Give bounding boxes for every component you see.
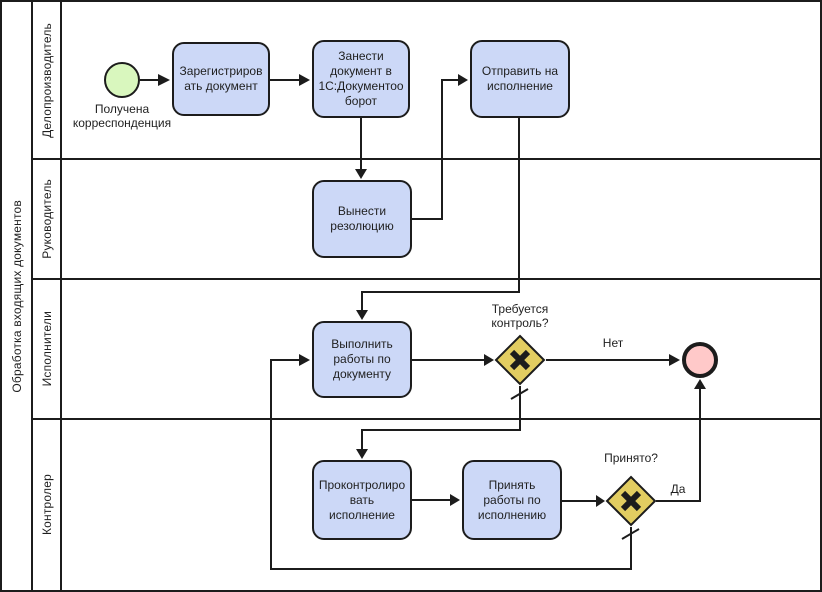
lane-executors: Исполнители (33, 280, 820, 420)
flow-enter1c-to-resolution[interactable] (355, 118, 367, 179)
default-flow-slash (510, 388, 529, 400)
task-accept-work[interactable]: Принять работы по исполнению (462, 460, 562, 540)
start-event-label: Получена корреспонденция (72, 102, 172, 130)
task-label: Проконтролиро вать исполнение (318, 477, 406, 522)
flow-send-to-perform[interactable] (356, 118, 520, 320)
lane-clerk-header[interactable]: Делопроизводитель (33, 2, 62, 158)
lane-executors-header[interactable]: Исполнители (33, 280, 62, 418)
flow-resolution-to-send[interactable] (412, 74, 468, 220)
start-event[interactable] (104, 62, 140, 98)
xor-gateway-icon (494, 334, 546, 386)
task-send-for-execution[interactable]: Отправить на исполнение (470, 40, 570, 118)
flow-register-to-enter1c[interactable] (270, 74, 310, 86)
xor-gateway-icon (605, 475, 657, 527)
task-label: Отправить на исполнение (481, 64, 559, 93)
default-flow-slash (621, 528, 640, 540)
task-label: Занести документ в 1С:Документоо борот (318, 49, 404, 108)
gateway-control-required-label: Требуется контроль? (491, 302, 549, 330)
lane-controller-header[interactable]: Контролер (33, 420, 62, 590)
task-label: Выполнить работы по документу (331, 337, 393, 381)
lane-manager-header[interactable]: Руководитель (33, 160, 62, 278)
task-issue-resolution[interactable]: Вынести резолюцию (312, 180, 412, 258)
lanes: Делопроизводитель Руководитель Исполните… (33, 2, 820, 590)
flow-gateway-control-default-to-control[interactable] (356, 386, 529, 459)
flow-gateway-control-no-to-end[interactable] (546, 354, 680, 366)
flow-perform-to-gateway-control[interactable] (412, 354, 494, 366)
task-enter-document-1c[interactable]: Занести документ в 1С:Документоо борот (312, 40, 410, 118)
flow-accept-to-gateway-accepted[interactable] (562, 495, 605, 507)
gateway-accepted-label: Принято? (604, 451, 658, 465)
flow-control-to-accept[interactable] (412, 494, 460, 506)
lane-controller: Контролер (33, 420, 820, 590)
gateway-accepted[interactable] (605, 475, 657, 527)
task-perform-work[interactable]: Выполнить работы по документу (312, 321, 412, 398)
task-control-execution[interactable]: Проконтролиро вать исполнение (312, 460, 412, 540)
flow-gateway-accepted-default-to-perform[interactable] (270, 354, 640, 570)
task-label: Вынести резолюцию (330, 204, 394, 233)
flow-start-to-register[interactable] (140, 74, 170, 86)
flow-gateway-accepted-yes-to-end[interactable] (656, 379, 706, 502)
task-label: Зарегистриров ать документ (179, 64, 263, 93)
flow-label-no[interactable]: Нет (602, 336, 624, 350)
flow-label-yes[interactable]: Да (670, 482, 686, 496)
task-register-document[interactable]: Зарегистриров ать документ (172, 42, 270, 116)
lane-clerk: Делопроизводитель (33, 2, 820, 160)
gateway-control-required[interactable] (494, 334, 546, 386)
end-event[interactable] (682, 342, 718, 378)
lane-manager: Руководитель (33, 160, 820, 280)
task-label: Принять работы по исполнению (477, 477, 547, 522)
pool-header[interactable]: Обработка входящих документов (2, 2, 33, 590)
